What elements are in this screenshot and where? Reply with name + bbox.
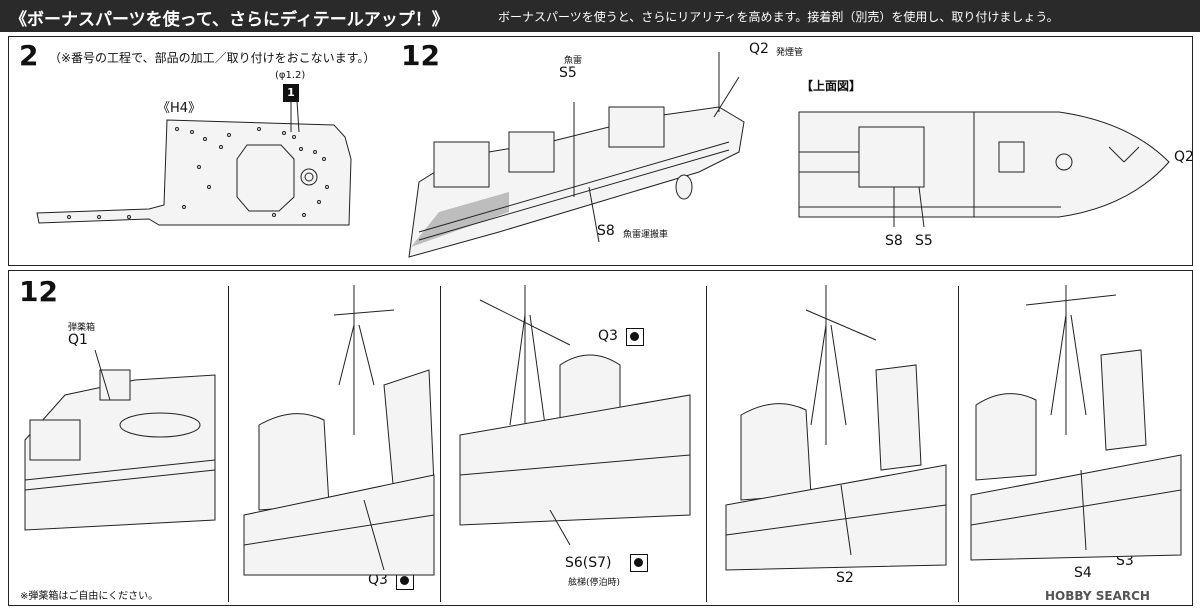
panel3-part-bottom-label: S6(S7)	[565, 555, 612, 571]
header-bar: 《ボーナスパーツを使って、さらにディテールアップ！》 ボーナスパーツを使うと、さ…	[0, 0, 1200, 32]
drill-icon-text: 1	[287, 86, 295, 99]
s5-label: S5	[559, 65, 577, 81]
panel1-caption: 弾薬箱	[68, 323, 96, 333]
step12-bottom-number: 12	[19, 275, 58, 308]
part-h4-label: 《H4》	[157, 101, 202, 116]
s5-caption: 魚雷	[564, 56, 583, 66]
divider-1	[228, 286, 229, 602]
header-title: 《ボーナスパーツを使って、さらにディテールアップ！》	[10, 10, 449, 30]
tv-s8-label: S8	[885, 233, 903, 249]
step2-instruction: （※番号の工程で、部品の加工／取り付けをおこないます。）	[49, 51, 376, 65]
divider-4	[958, 286, 959, 602]
panel1-note: ※弾薬箱はご自由にください。	[20, 591, 159, 602]
panel3-part-top-label: Q3	[598, 328, 618, 344]
panel5-drawing	[970, 285, 1182, 561]
top-panel: 2 （※番号の工程で、部品の加工／取り付けをおこないます。） 《H4》 (φ1.…	[8, 36, 1194, 266]
panel4-part-a-label: S2	[836, 570, 854, 586]
q2-caption: 発煙管	[776, 48, 804, 58]
divider-3	[706, 286, 707, 602]
hole-size-label: (φ1.2)	[275, 70, 306, 81]
ship-side-view-top	[408, 52, 745, 258]
panel5-part-a-label: S4	[1074, 565, 1092, 581]
grip-icon	[626, 328, 644, 346]
part-h4-drawing	[36, 100, 352, 226]
panel3-caption: 舷梯(停泊時)	[568, 578, 621, 588]
ship-top-view	[798, 111, 1170, 228]
q2-label: Q2	[749, 41, 769, 57]
tv-s5-label: S5	[915, 233, 933, 249]
s8-label: S8	[597, 223, 615, 239]
step12-top-number: 12	[401, 39, 440, 72]
grip-icon	[396, 572, 414, 590]
step2-number: 2	[19, 39, 39, 72]
header-note: ボーナスパーツを使うと、さらにリアリティを高めます。接着剤（別売）を使用し、取り…	[498, 10, 1059, 24]
s8-caption: 魚雷運搬車	[623, 230, 669, 240]
top-view-label: 【上面図】	[801, 79, 862, 93]
panel4-drawing	[725, 285, 947, 571]
panel2-part-label: Q3	[368, 572, 388, 588]
panel1-part-label: Q1	[68, 332, 88, 348]
tv-q2-label: Q2	[1174, 149, 1194, 165]
watermark: HOBBY SEARCH	[1045, 589, 1150, 603]
panel1-drawing	[24, 349, 216, 531]
panel5-part-b-label: S3	[1116, 553, 1134, 569]
panel3-drawing	[459, 285, 691, 546]
panel2-drawing	[243, 285, 435, 576]
grip-icon	[630, 554, 648, 572]
divider-2	[440, 286, 441, 602]
drill-icon: 1	[283, 84, 299, 102]
